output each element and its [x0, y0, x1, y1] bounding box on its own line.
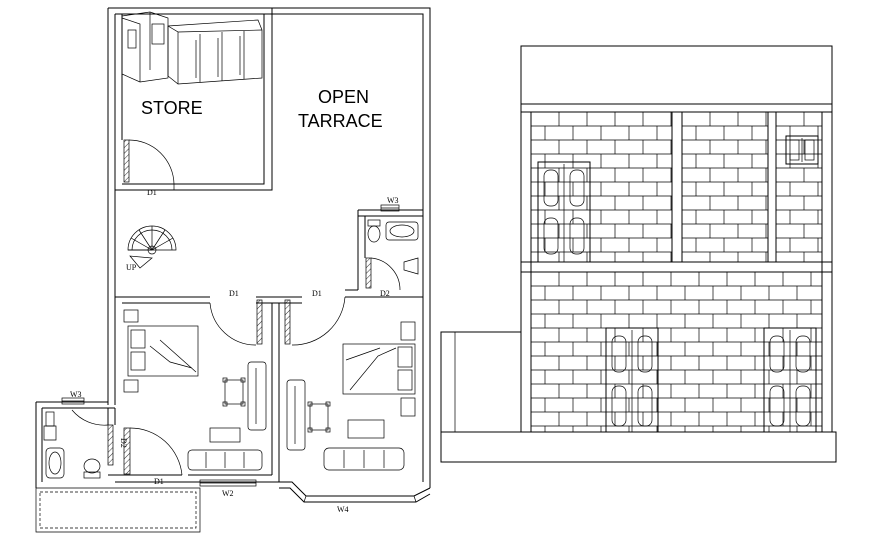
sofa-1: [247, 361, 267, 431]
sofa-4: [323, 447, 405, 471]
parapet: [520, 45, 833, 105]
stair-up-label: UP: [126, 263, 137, 272]
bedroom2-furniture: [286, 321, 416, 471]
bedroom1-door-jamb: [256, 299, 263, 345]
side-table-1: [209, 427, 241, 443]
open-terrace-label-1: OPEN: [318, 87, 369, 107]
entry-door-swing: [129, 427, 183, 476]
bedside-table-1: [123, 309, 139, 323]
bath-walls: [357, 204, 423, 291]
coffee-table-1: [224, 379, 244, 405]
exterior-walls: [107, 7, 431, 488]
ground-door-right: [763, 327, 817, 433]
left-bathtub: [45, 447, 65, 479]
brick-wall: [530, 111, 822, 432]
plinth-ground: [440, 431, 837, 463]
door-tag-d1-store: D1: [147, 188, 157, 197]
bottom-walls: [188, 474, 431, 503]
side-table-2: [347, 419, 385, 439]
floor-plan: STORE D1 OPEN TARRACE UP: [35, 7, 431, 533]
store-walls: [115, 8, 273, 191]
bedroom1-furniture: [123, 309, 267, 471]
door-tag-d1-mid-right: D1: [312, 289, 322, 298]
store-door-swing: [128, 139, 175, 185]
bedroom2-door-swing: [291, 296, 346, 346]
sofa-3: [286, 379, 306, 451]
window-tag-w3-top: W3: [387, 196, 399, 205]
door-tag-d2-right: D2: [380, 289, 390, 298]
window-tag-w4: W4: [337, 505, 349, 514]
bath-door-jamb: [365, 257, 372, 289]
bedroom-partition: [271, 303, 280, 482]
upper-door: [537, 161, 591, 263]
left-bath-door-swing: [71, 409, 109, 426]
front-elevation: [440, 45, 837, 463]
store-cabinets: [121, 11, 263, 85]
bed-1: [127, 325, 199, 377]
bedside-table-4: [400, 397, 416, 417]
left-toilet: [83, 458, 101, 474]
bedroom-top-walls: [115, 289, 423, 346]
bed-2: [342, 343, 416, 395]
slab-band-middle: [520, 261, 833, 273]
entry-door-jamb: [123, 427, 131, 475]
store-door-jamb: [123, 139, 130, 183]
left-bath: [35, 397, 201, 533]
bedroom2-door-jamb: [284, 299, 291, 345]
slab-band-top: [520, 103, 833, 113]
door-tag-d2-bath: D2: [119, 438, 128, 448]
store-label: STORE: [141, 98, 203, 118]
door-tag-d1-mid-left: D1: [229, 289, 239, 298]
left-bath-door-jamb: [107, 424, 114, 466]
window-tag-w3-left: W3: [70, 390, 82, 399]
window-tag-w2: W2: [222, 489, 234, 498]
ground-door-left: [605, 327, 659, 433]
open-terrace-label-2: TARRACE: [298, 111, 383, 131]
side-boundary-wall: [440, 331, 522, 433]
column-mid: [671, 111, 683, 263]
upper-window-small: [785, 135, 819, 165]
coffee-table-2: [309, 403, 329, 431]
bedside-table-3: [400, 321, 416, 341]
column-mid-right: [767, 111, 777, 263]
sofa-2: [187, 449, 263, 471]
spiral-staircase: [127, 225, 177, 269]
door-tag-d1-bottom: D1: [154, 477, 164, 486]
bedroom1-door-swing: [209, 302, 257, 346]
bath-door-swing: [370, 257, 401, 291]
bedside-table-2: [123, 379, 139, 393]
